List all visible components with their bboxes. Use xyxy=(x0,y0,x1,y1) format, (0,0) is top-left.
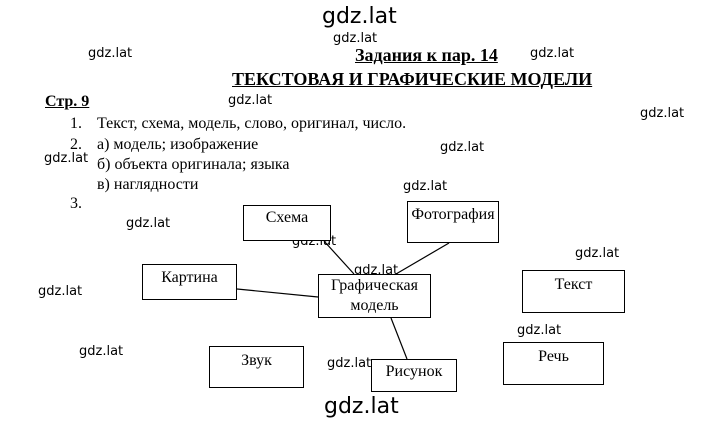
watermark: gdz.lat xyxy=(126,216,171,231)
watermark: gdz.lat xyxy=(88,46,133,61)
answer-number: 1. xyxy=(70,115,82,132)
watermark: gdz.lat xyxy=(228,93,273,108)
connector-painting xyxy=(236,288,319,298)
answer-number: 2. xyxy=(70,136,82,153)
box-label: Картина xyxy=(161,269,218,286)
watermark: gdz.lat xyxy=(327,356,372,371)
connector-photo xyxy=(395,242,450,275)
watermark: gdz.lat xyxy=(44,151,89,166)
watermark: gdz.lat xyxy=(38,284,83,299)
page-reference: Стр. 9 xyxy=(45,93,90,110)
center-label: Графическая модель xyxy=(331,277,418,314)
box-label: Фотография xyxy=(411,206,495,223)
watermark-bottom: gdz.lat xyxy=(324,394,399,419)
connector-schema xyxy=(323,240,355,275)
watermark: gdz.lat xyxy=(333,31,378,46)
box-label: Рисунок xyxy=(385,363,443,380)
box-label: Звук xyxy=(241,352,272,369)
page-title: Задания к пар. 14 xyxy=(355,45,498,65)
page-subtitle: ТЕКСТОВАЯ И ГРАФИЧЕСКИЕ МОДЕЛИ xyxy=(232,69,593,89)
answer-text: Текст, схема, модель, слово, оригинал, ч… xyxy=(97,115,407,132)
diagram-box-speech: Речь xyxy=(503,342,604,385)
answer-text: в) наглядности xyxy=(97,176,199,193)
watermark: gdz.lat xyxy=(517,323,562,338)
watermark-top: gdz.lat xyxy=(322,4,397,29)
diagram-box-drawing: Рисунок xyxy=(371,359,457,392)
watermark: gdz.lat xyxy=(79,344,124,359)
answer-text: б) объекта оригинала; языка xyxy=(97,156,290,173)
diagram-box-text: Текст xyxy=(522,270,625,313)
diagram-box-painting: Картина xyxy=(142,264,237,300)
diagram-center-box: Графическая модель xyxy=(318,274,431,318)
diagram-box-photo: Фотография xyxy=(407,201,499,243)
watermark: gdz.lat xyxy=(575,246,620,261)
connector-drawing xyxy=(390,317,408,360)
watermark: gdz.lat xyxy=(403,179,448,194)
box-label: Схема xyxy=(265,209,309,226)
diagram-box-sound: Звук xyxy=(209,346,304,388)
box-label: Речь xyxy=(538,348,569,365)
box-label: Текст xyxy=(554,276,593,293)
watermark: gdz.lat xyxy=(640,106,685,121)
watermark: gdz.lat xyxy=(530,46,575,61)
answer-text: а) модель; изображение xyxy=(97,136,259,153)
answer-number: 3. xyxy=(70,195,82,212)
diagram-box-schema: Схема xyxy=(243,205,331,241)
watermark: gdz.lat xyxy=(440,140,485,155)
